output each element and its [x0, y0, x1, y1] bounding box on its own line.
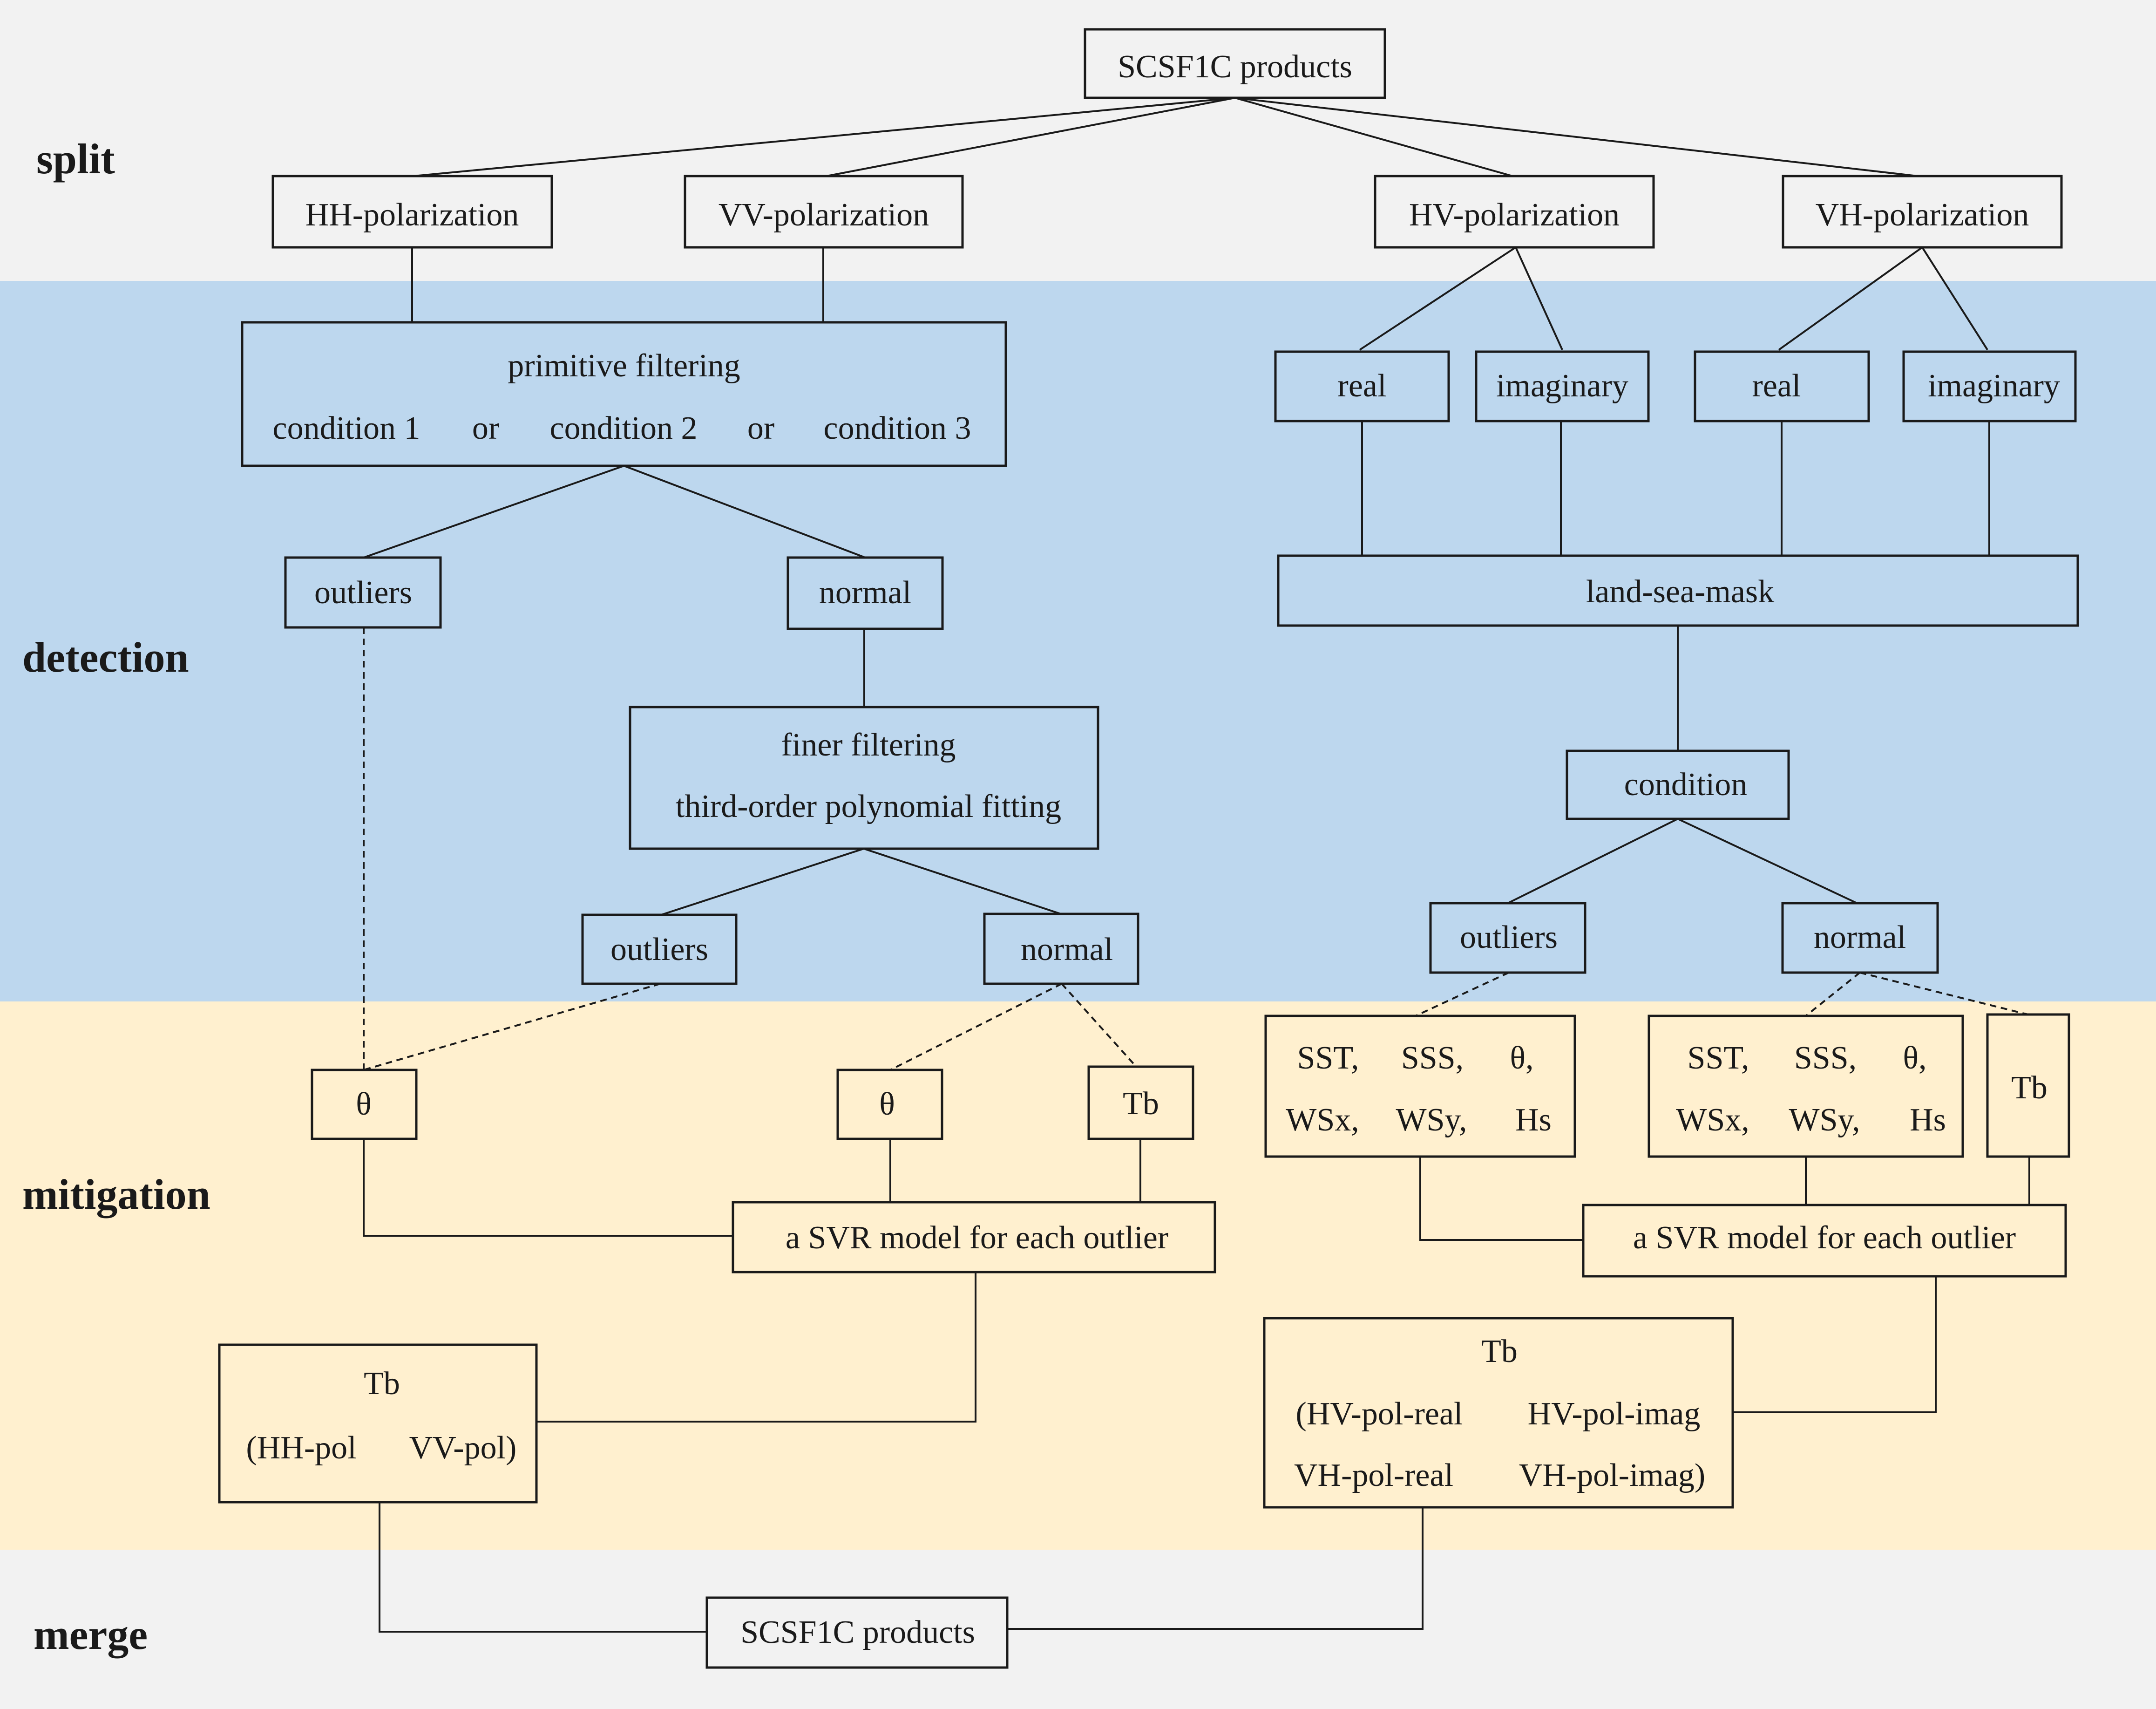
param-sss-b: SSS, [1794, 1040, 1857, 1076]
primitive-or-1: or [472, 410, 499, 446]
theta-label-a: θ [356, 1086, 372, 1122]
hv-polarization-label: HV-polarization [1409, 197, 1620, 233]
primitive-condition-2: condition 2 [550, 410, 698, 446]
params-box-a: SST, SSS, θ, WSx, WSy, Hs [1264, 1015, 1576, 1158]
tb-label-left: Tb [1123, 1086, 1159, 1122]
finer-filtering-box: finer filtering third-order polynomial f… [629, 706, 1099, 850]
finer-outliers-box: outliers [581, 913, 738, 985]
theta-box-b: θ [836, 1069, 943, 1140]
right-normal-box: normal [1781, 902, 1939, 974]
svr-label-right: a SVR model for each outlier [1633, 1220, 2016, 1256]
param-hs-b: Hs [1910, 1102, 1946, 1138]
tb-vh-pol-real-label: VH-pol-real [1294, 1457, 1453, 1493]
finer-normal-box: normal [983, 912, 1139, 985]
param-wsy-a: WSy, [1396, 1102, 1467, 1138]
left-outliers-label: outliers [314, 575, 412, 611]
svr-box-right: a SVR model for each outlier [1582, 1204, 2067, 1278]
param-theta-b: θ, [1903, 1040, 1926, 1076]
finer-filtering-method: third-order polynomial fitting [676, 789, 1061, 824]
left-normal-label: normal [819, 575, 911, 611]
stage-label-merge: merge [34, 1611, 148, 1658]
hh-polarization-box: HH-polarization [271, 175, 553, 249]
params-box-b: SST, SSS, θ, WSx, WSy, Hs [1648, 1015, 1964, 1158]
tb-hh-vv-box: Tb (HH-pol VV-pol) [218, 1343, 538, 1504]
vh-real-label: real [1752, 368, 1801, 404]
tb-hh-vv-title: Tb [364, 1366, 400, 1402]
stage-label-mitigation: mitigation [22, 1171, 210, 1218]
right-outliers-label: outliers [1460, 919, 1558, 955]
svr-box-left: a SVR model for each outlier [732, 1201, 1216, 1273]
tb-hv-vh-box: Tb (HV-pol-real HV-pol-imag VH-pol-real … [1263, 1317, 1734, 1509]
finer-outliers-label: outliers [610, 932, 708, 967]
finer-normal-label: normal [1021, 932, 1113, 967]
tb-vv-pol-label: VV-pol) [409, 1430, 517, 1466]
svr-label-left: a SVR model for each outlier [786, 1220, 1168, 1256]
primitive-condition-3: condition 3 [824, 410, 971, 446]
hv-real-label: real [1338, 368, 1387, 404]
theta-label-b: θ [879, 1086, 895, 1122]
param-wsx-b: WSx, [1676, 1102, 1749, 1138]
land-sea-mask-box: land-sea-mask [1277, 554, 2079, 627]
hv-imaginary-box: imaginary [1475, 350, 1650, 422]
theta-box-a: θ [311, 1069, 418, 1140]
detection-connectors [363, 421, 1990, 916]
primitive-filtering-title: primitive filtering [508, 348, 740, 384]
param-hs-a: Hs [1515, 1102, 1552, 1138]
condition-box: condition [1566, 749, 1790, 820]
vh-polarization-box: VH-polarization [1782, 175, 2063, 249]
hv-imaginary-label: imaginary [1496, 368, 1628, 404]
primitive-or-2: or [747, 410, 774, 446]
split-band [0, 0, 2156, 281]
finer-filtering-title: finer filtering [781, 727, 956, 763]
left-outliers-box: outliers [284, 556, 442, 629]
merged-products-box: SCSF1C products [705, 1596, 1009, 1669]
vv-polarization-box: VV-polarization [684, 175, 964, 249]
tb-vh-pol-imag-label: VH-pol-imag) [1519, 1457, 1705, 1493]
right-normal-label: normal [1814, 919, 1906, 955]
mitigation-connectors [363, 1139, 2030, 1633]
merged-products-label: SCSF1C products [740, 1614, 975, 1650]
hh-polarization-label: HH-polarization [305, 197, 519, 233]
tb-hv-vh-title: Tb [1481, 1334, 1518, 1369]
stage-label-detection: detection [22, 633, 189, 681]
detection-band [0, 281, 2156, 1001]
hv-polarization-box: HV-polarization [1374, 175, 1655, 249]
tb-hv-pol-real-label: (HV-pol-real [1296, 1396, 1463, 1432]
dashed-connectors [363, 627, 2028, 1071]
tb-box-left: Tb [1087, 1065, 1194, 1140]
tb-hh-pol-label: (HH-pol [246, 1430, 356, 1466]
param-wsx-a: WSx, [1286, 1102, 1359, 1138]
tb-label-right: Tb [2011, 1070, 2048, 1106]
param-theta-a: θ, [1510, 1040, 1533, 1076]
left-normal-box: normal [786, 556, 944, 630]
split-connectors [411, 97, 1988, 351]
param-sst-b: SST, [1688, 1040, 1749, 1076]
stage-label-split: split [36, 135, 115, 183]
param-sss-a: SSS, [1401, 1040, 1464, 1076]
vh-imaginary-label: imaginary [1928, 368, 2060, 404]
primitive-condition-1: condition 1 [273, 410, 420, 446]
vh-imaginary-box: imaginary [1902, 350, 2077, 422]
land-sea-mask-label: land-sea-mask [1586, 574, 1774, 610]
condition-label: condition [1624, 767, 1747, 803]
right-outliers-box: outliers [1429, 902, 1586, 974]
param-wsy-b: WSy, [1789, 1102, 1860, 1138]
tb-box-right: Tb [1986, 1013, 2070, 1158]
top-products-box: SCSF1C products [1084, 28, 1386, 99]
tb-hv-pol-imag-label: HV-pol-imag [1528, 1396, 1701, 1432]
primitive-filtering-box: primitive filtering condition 1 or condi… [241, 321, 1007, 467]
vh-polarization-label: VH-polarization [1816, 197, 2029, 233]
hv-real-box: real [1274, 350, 1450, 422]
vv-polarization-label: VV-polarization [719, 197, 929, 233]
top-products-label: SCSF1C products [1118, 49, 1352, 85]
vh-real-box: real [1694, 350, 1870, 422]
param-sst-a: SST, [1297, 1040, 1359, 1076]
